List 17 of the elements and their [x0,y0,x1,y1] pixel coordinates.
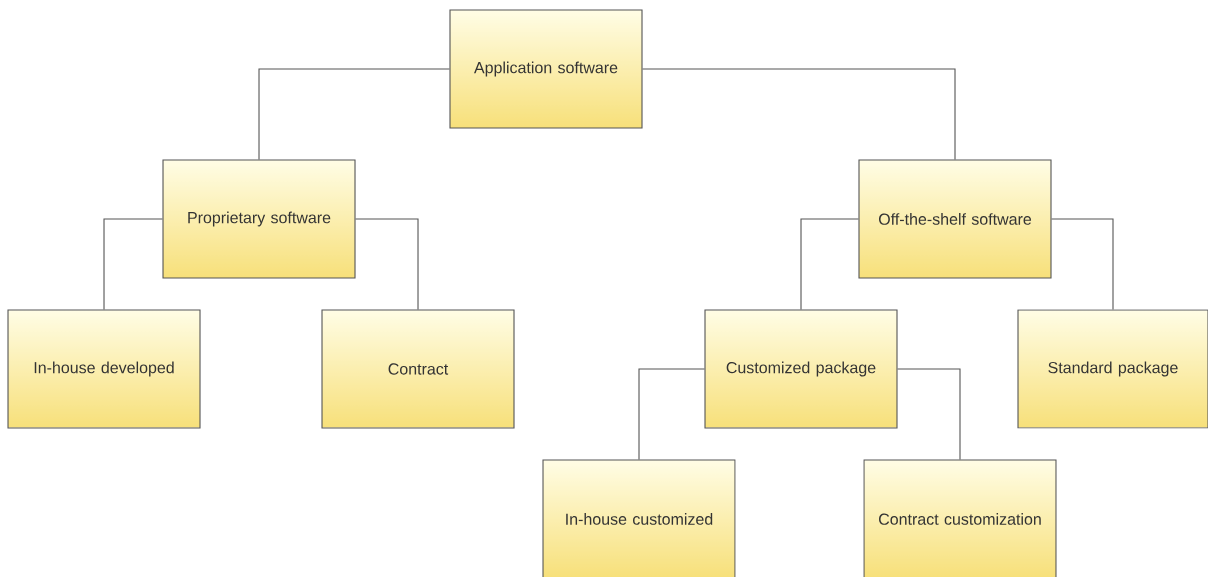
category-box: Customized package [704,309,898,429]
connector-line [103,218,163,310]
connector-line [1051,218,1114,310]
category-box: Proprietary software [162,159,356,279]
connector-line [355,218,419,310]
category-box: Off-the-shelf software [858,159,1052,279]
connector-line [897,368,961,460]
category-box: In-house customized [542,459,736,577]
category-box: Contract [321,309,515,429]
category-box: In-house developed [7,309,201,429]
category-box: Standard package [1017,309,1208,429]
connector-line [638,368,705,460]
category-box: Contract customization [863,459,1057,577]
connector-line [800,218,859,310]
category-box: Application software [449,9,643,129]
connector-line [258,68,450,160]
connector-line [642,68,956,160]
